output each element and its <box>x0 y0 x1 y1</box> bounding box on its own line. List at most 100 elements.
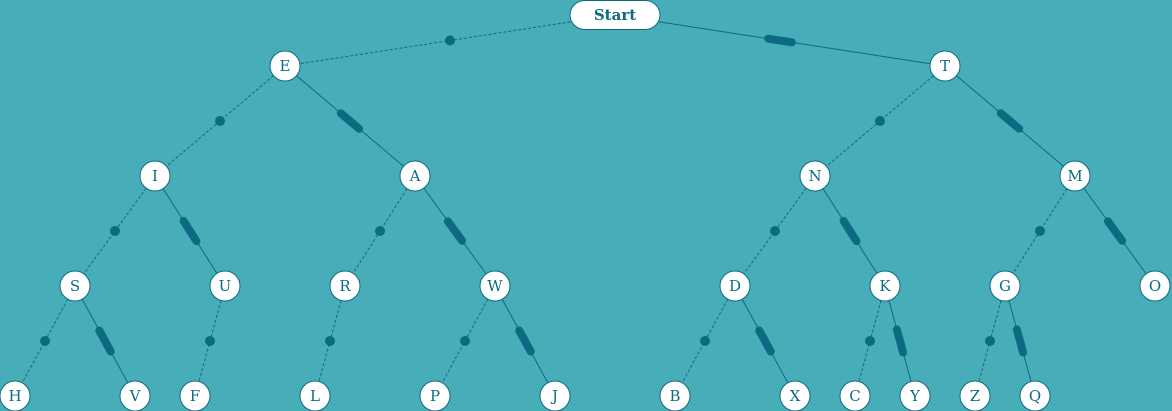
node-x: X <box>779 380 811 411</box>
edge-s-h <box>14 285 76 397</box>
node-label: P <box>430 387 440 405</box>
dash-marker <box>515 326 535 356</box>
dot-marker <box>875 116 885 126</box>
dash-marker <box>755 326 775 356</box>
dot-marker <box>770 226 780 236</box>
dash-marker <box>996 109 1024 133</box>
node-circle <box>209 270 241 302</box>
node-c: C <box>839 380 871 411</box>
edge-line <box>74 175 156 287</box>
node-circle <box>119 380 151 411</box>
node-circle <box>799 160 831 192</box>
node-label: G <box>999 277 1011 295</box>
node-circle <box>959 380 991 411</box>
node-label: V <box>129 387 142 405</box>
node-n: N <box>799 160 831 192</box>
node-circle <box>779 380 811 411</box>
edge-s-v <box>74 285 136 397</box>
node-label: A <box>409 167 421 185</box>
node-r: R <box>329 270 361 302</box>
edge-start-e <box>284 14 616 67</box>
node-label: M <box>1067 167 1082 185</box>
node-y: Y <box>899 380 931 411</box>
dot-marker <box>375 226 385 236</box>
node-a: A <box>399 160 431 192</box>
node-circle <box>419 380 451 411</box>
node-label: F <box>190 387 200 405</box>
node-circle <box>929 50 961 82</box>
dot-marker <box>110 226 120 236</box>
node-label: N <box>808 167 821 185</box>
edge-e-i <box>154 65 286 177</box>
dot-marker <box>460 336 470 346</box>
node-circle <box>659 380 691 411</box>
node-h: H <box>0 380 31 411</box>
node-circle <box>869 270 901 302</box>
node-label: T <box>940 57 950 75</box>
node-label: L <box>310 387 320 405</box>
node-circle <box>399 160 431 192</box>
start-node-label: Start <box>594 6 636 24</box>
edge-d-x <box>734 285 796 397</box>
node-z: Z <box>959 380 991 411</box>
edge-w-p <box>434 285 496 397</box>
node-circle <box>839 380 871 411</box>
node-label: R <box>339 277 351 295</box>
node-label: Z <box>970 387 980 405</box>
node-label: W <box>487 277 503 295</box>
node-label: X <box>790 387 801 405</box>
node-circle <box>299 380 331 411</box>
edge-a-w <box>414 175 496 287</box>
node-label: U <box>219 277 232 295</box>
edge-start-t <box>614 14 946 67</box>
edge-u-f <box>194 285 226 397</box>
edge-e-a <box>284 65 416 177</box>
node-circle <box>179 380 211 411</box>
dot-marker <box>445 35 455 46</box>
node-label: K <box>879 277 891 295</box>
node-s: S <box>59 270 91 302</box>
edge-t-n <box>814 65 946 177</box>
node-circle <box>329 270 361 302</box>
dash-marker <box>839 216 861 246</box>
node-p: P <box>419 380 451 411</box>
node-label: S <box>70 277 80 295</box>
edge-k-y <box>884 285 916 397</box>
dash-marker <box>892 325 908 357</box>
start-node-shape <box>569 0 661 30</box>
node-label: H <box>8 387 21 405</box>
edge-m-o <box>1074 175 1156 287</box>
dash-marker <box>179 216 201 246</box>
node-k: K <box>869 270 901 302</box>
node-circle <box>1139 270 1171 302</box>
dot-marker <box>1035 226 1045 236</box>
node-circle <box>539 380 571 411</box>
edge-k-c <box>854 285 886 397</box>
node-label: B <box>669 387 680 405</box>
node-w: W <box>479 270 511 302</box>
node-v: V <box>119 380 151 411</box>
node-label: C <box>849 387 860 405</box>
node-circle <box>269 50 301 82</box>
node-g: G <box>989 270 1021 302</box>
node-circle <box>479 270 511 302</box>
edge-i-s <box>74 175 156 287</box>
node-circle <box>139 160 171 192</box>
node-j: J <box>539 380 571 411</box>
edge-line <box>734 175 816 287</box>
edge-n-d <box>734 175 816 287</box>
edge-n-k <box>814 175 886 287</box>
dot-marker <box>700 336 710 346</box>
node-u: U <box>209 270 241 302</box>
node-e: E <box>269 50 301 82</box>
node-circle <box>989 270 1021 302</box>
node-o: O <box>1139 270 1171 302</box>
edge-m-g <box>1004 175 1076 287</box>
dash-marker <box>1103 217 1127 245</box>
edge-t-m <box>944 65 1076 177</box>
edge-r-l <box>314 285 346 397</box>
node-f: F <box>179 380 211 411</box>
start-node: Start <box>569 0 661 30</box>
node-label: I <box>152 167 158 185</box>
